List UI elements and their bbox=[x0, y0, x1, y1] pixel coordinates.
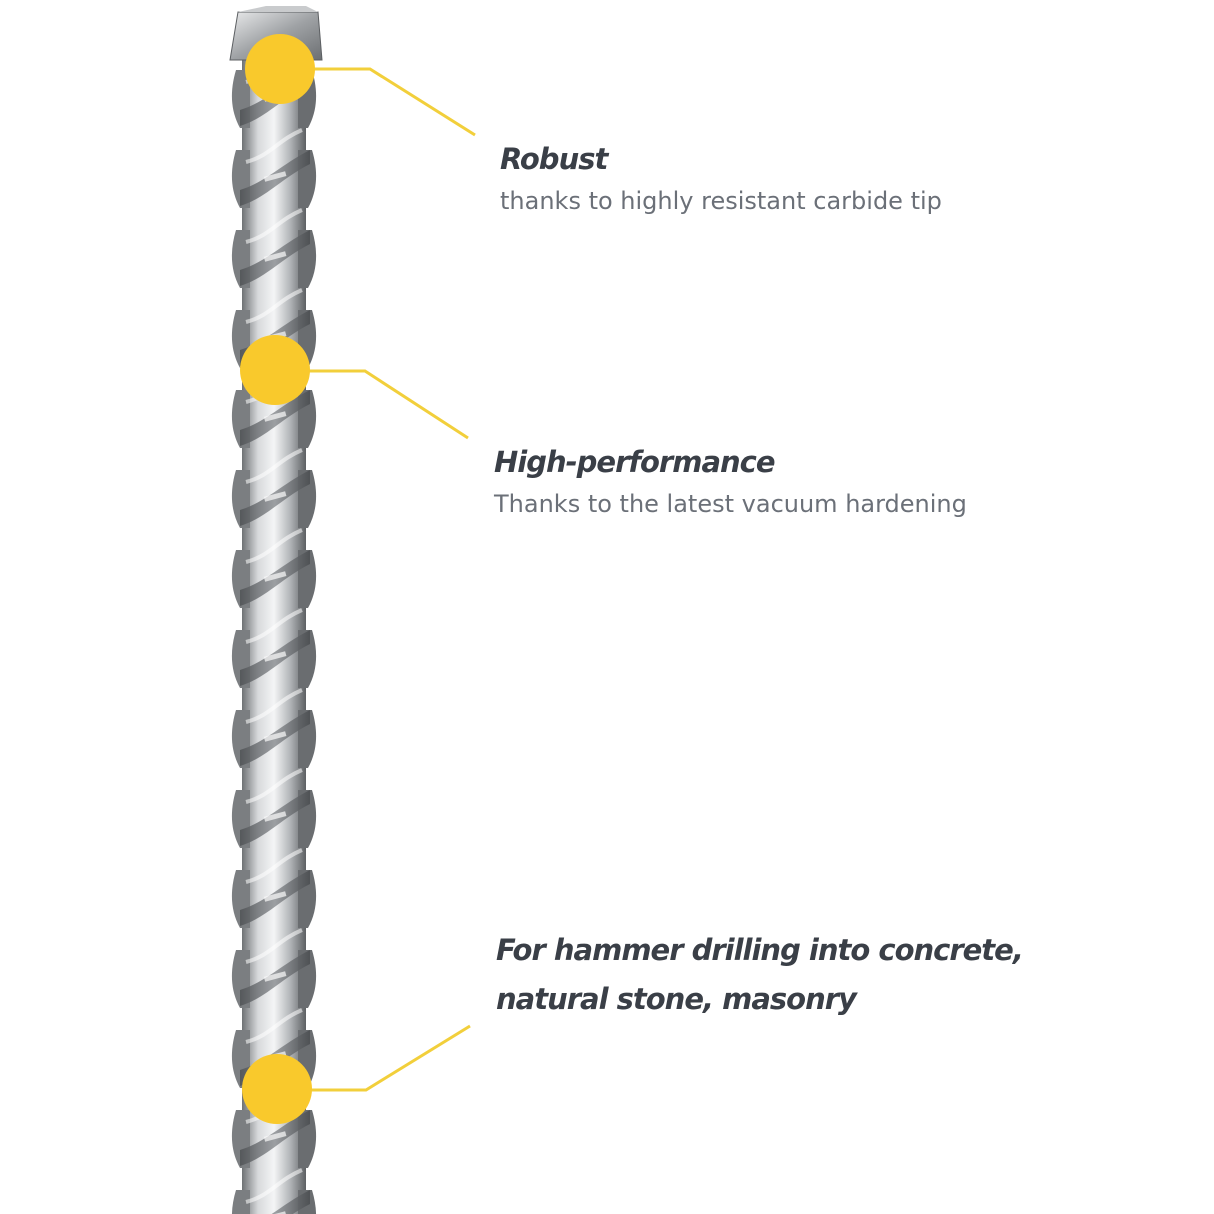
feature-hammer-drilling: For hammer drilling into concrete, natur… bbox=[496, 926, 1024, 1024]
high-performance-marker-icon bbox=[240, 335, 310, 405]
feature-description: thanks to highly resistant carbide tip bbox=[500, 187, 942, 215]
feature-title-line-1: For hammer drilling into concrete, bbox=[496, 933, 1024, 967]
feature-description: Thanks to the latest vacuum hardening bbox=[494, 490, 967, 518]
feature-title: High-performance bbox=[494, 445, 776, 479]
hammer-drilling-marker-icon bbox=[242, 1054, 312, 1124]
feature-high-performance: High-performance Thanks to the latest va… bbox=[494, 438, 967, 520]
feature-title: Robust bbox=[500, 142, 608, 176]
drill-bit-image bbox=[229, 6, 323, 1214]
feature-robust: Robust thanks to highly resistant carbid… bbox=[500, 135, 942, 217]
robust-marker-icon bbox=[245, 34, 315, 104]
feature-title-line-2: natural stone, masonry bbox=[496, 982, 857, 1016]
